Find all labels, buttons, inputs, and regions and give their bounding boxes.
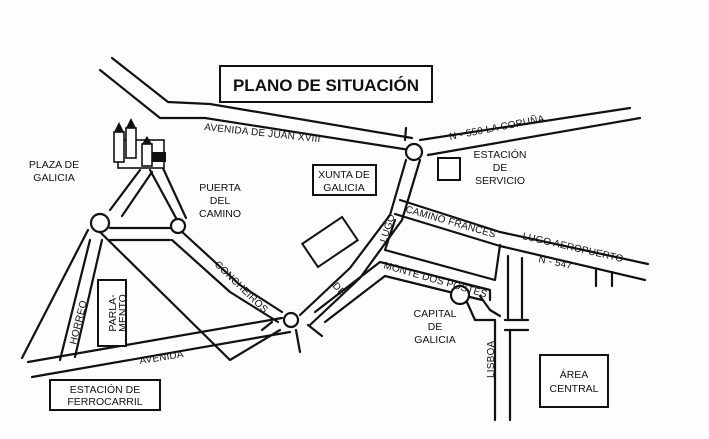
label-n547: N - 547 <box>537 254 573 272</box>
ferrocarril-box <box>49 379 161 411</box>
label-parlamento-1: PARLA- <box>107 294 119 332</box>
label-capital-3: GALICIA <box>414 334 455 346</box>
roundabout-icon <box>169 217 187 235</box>
label-estacion-servicio-3: SERVICIO <box>475 175 525 187</box>
roundabout-icon <box>282 311 300 329</box>
label-area-2: CENTRAL <box>549 383 598 395</box>
parlamento-box <box>97 279 127 347</box>
place-labels: PLAZA DE GALICIA PUERTA DEL CAMINO XUNTA… <box>29 148 599 408</box>
buildings <box>49 157 609 411</box>
label-lisboa: LISBOA <box>486 341 497 378</box>
building-icon <box>300 215 360 269</box>
label-n550: N - 550 LA CORUÑA <box>448 112 546 143</box>
label-horreo: HORREO <box>68 299 90 345</box>
label-puerta-3: CAMINO <box>199 208 241 220</box>
roundabout-icon <box>449 284 471 306</box>
label-capital-2: DE <box>428 321 443 333</box>
label-lugo-aeropuerto: LUGO AEROPUERTO <box>521 231 624 265</box>
building-icon <box>437 157 461 181</box>
map-title: PLANO DE SITUACIÓN <box>219 65 433 103</box>
map-title-text: PLANO DE SITUACIÓN <box>233 76 419 95</box>
xunta-box <box>312 164 377 196</box>
cathedral-icon <box>113 118 166 169</box>
label-avenida-juan: AVENIDA DE JUAN XVIII <box>204 122 321 145</box>
road-network <box>20 56 650 422</box>
label-puerta-1: PUERTA <box>199 182 241 194</box>
label-plaza-galicia-2: GALICIA <box>33 172 74 184</box>
label-estacion-servicio-1: ESTACIÓN <box>474 148 527 161</box>
label-ferrocarril-2: FERROCARRIL <box>67 396 142 408</box>
area-central-box <box>539 354 609 408</box>
label-ferrocarril-1: ESTACIÓN DE <box>70 383 140 396</box>
label-plaza-galicia-1: PLAZA DE <box>29 159 79 171</box>
roundabout-icon <box>89 212 111 234</box>
label-monte-dos-postes: MONTE DOS POSTES <box>382 260 488 300</box>
roundabout-icon <box>404 142 424 162</box>
label-parlamento-2: MENTO <box>117 294 129 332</box>
label-capital-1: CAPITAL <box>414 308 457 320</box>
label-xunta-1: XUNTA DE <box>318 169 370 181</box>
label-puerta-2: DEL <box>210 195 231 207</box>
label-camino-frances: CAMINO FRANCES <box>404 204 497 240</box>
roundabouts <box>89 142 471 329</box>
label-area-1: ÁREA <box>560 368 589 381</box>
label-xunta-2: GALICIA <box>323 182 364 194</box>
label-avenida: AVENIDA <box>139 349 185 367</box>
label-concheiros: CONCHEIROS <box>212 259 270 315</box>
label-estacion-servicio-2: DE <box>493 162 508 174</box>
